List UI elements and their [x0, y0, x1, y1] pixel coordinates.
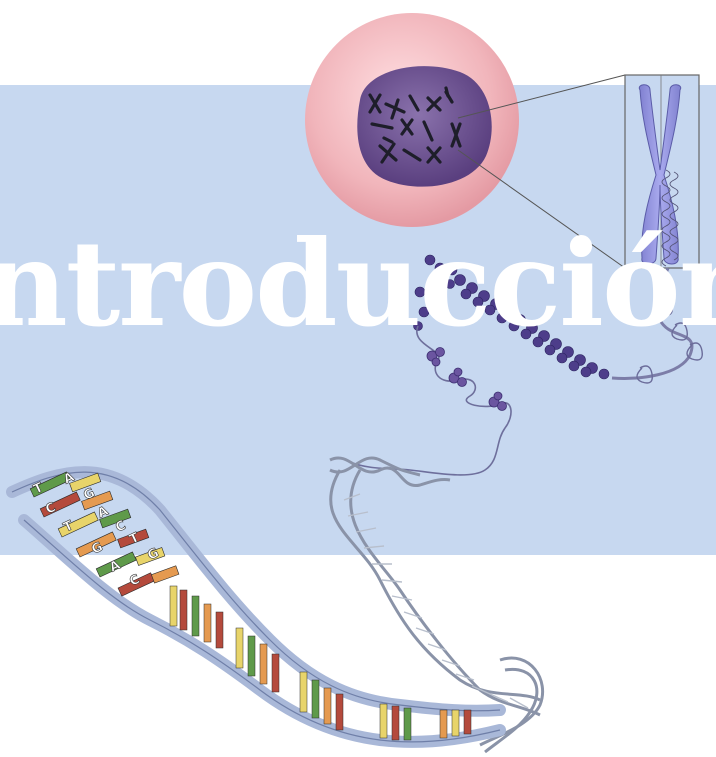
cell-group — [305, 13, 519, 227]
page-title: ntroducción — [0, 214, 716, 353]
